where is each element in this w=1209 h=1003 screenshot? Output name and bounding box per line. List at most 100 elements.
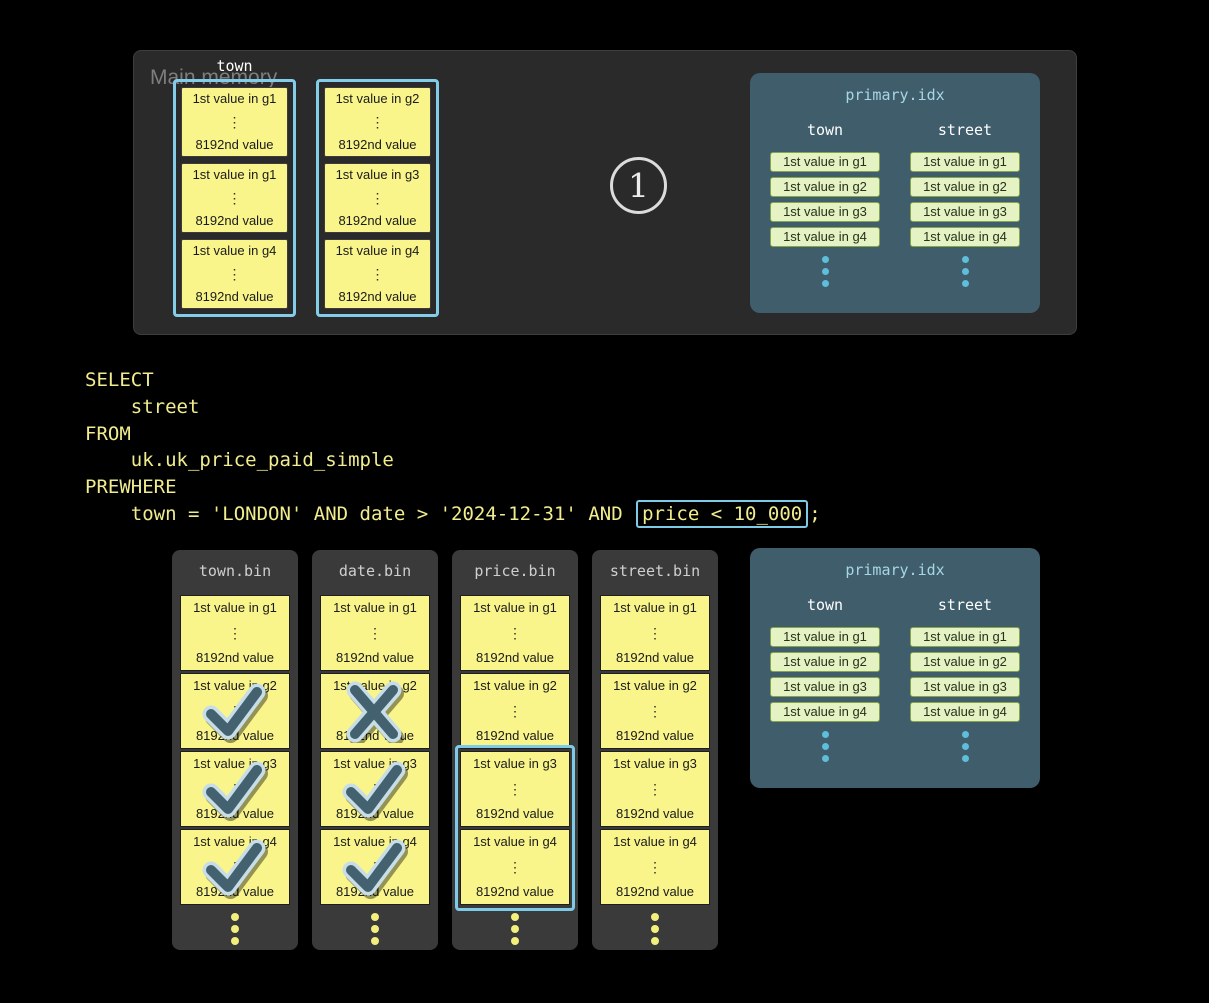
index-entry: 1st value in g1 [910, 627, 1020, 647]
granule-block: 1st value in g2⋮8192nd value [324, 87, 431, 157]
granule-last-value: 8192nd value [195, 213, 274, 229]
dot [651, 937, 659, 945]
vertical-ellipsis-icon: ⋮ [370, 266, 385, 282]
granule-first-value: 1st value in g1 [473, 600, 557, 615]
granule-last-value: 8192nd value [195, 289, 274, 305]
ellipsis-dots [592, 913, 718, 945]
vertical-ellipsis-icon: ⋮ [648, 781, 662, 797]
granule-block: 1st value in g1⋮8192nd value [320, 595, 430, 671]
granule-block: 1st value in g2⋮8192nd value [180, 673, 290, 749]
granule-last-value: 8192nd value [475, 650, 555, 666]
granule-last-value: 8192nd value [475, 806, 555, 822]
index-entry: 1st value in g3 [910, 202, 1020, 222]
dot [651, 925, 659, 933]
dot [961, 755, 969, 762]
index-entry: 1st value in g2 [770, 652, 880, 672]
vertical-ellipsis-icon: ⋮ [228, 625, 242, 641]
dot [231, 925, 239, 933]
primary-index-title: primary.idx [845, 86, 945, 104]
granule-first-value: 1st value in g1 [192, 91, 277, 106]
granule-block: 1st value in g4⋮8192nd value [324, 239, 431, 309]
sql-line: uk.uk_price_paid_simple [85, 449, 394, 472]
granule-last-value: 8192nd value [338, 213, 417, 229]
granule-block: 1st value in g2⋮8192nd value [460, 673, 570, 749]
dot [371, 937, 379, 945]
sql-line: FROM [85, 422, 131, 445]
dot [961, 268, 969, 275]
main-memory-label: Main memory [150, 66, 278, 89]
sql-text: ; [809, 502, 821, 525]
check-mark-icon [338, 759, 410, 821]
dot [821, 280, 829, 287]
granule-last-value: 8192nd value [335, 650, 415, 666]
granule-block: 1st value in g1 ⋮ 8192nd value [460, 595, 570, 671]
granule-first-value: 1st value in g4 [192, 243, 277, 258]
sql-line: PREWHERE [85, 476, 177, 499]
granule-block: 1st value in g3⋮8192nd value [324, 163, 431, 233]
index-entry: 1st value in g1 [770, 152, 880, 172]
granule-last-value: 8192nd value [195, 137, 274, 153]
granule-last-value: 8192nd value [615, 728, 695, 744]
dot [511, 925, 519, 933]
granule-first-value: 1st value in g4 [613, 834, 697, 849]
dot [961, 280, 969, 287]
vertical-ellipsis-icon: ⋮ [370, 114, 385, 130]
index-entry: 1st value in g4 [910, 702, 1020, 722]
dot [821, 268, 829, 275]
granule-last-value: 8192nd value [475, 884, 555, 900]
vertical-ellipsis-icon: ⋮ [508, 781, 522, 797]
dot [371, 913, 379, 921]
bin-file-title: price.bin [474, 562, 556, 580]
sql-line: SELECT [85, 369, 154, 391]
dot [511, 913, 519, 921]
index-entry: 1st value in g2 [910, 177, 1020, 197]
vertical-ellipsis-icon: ⋮ [508, 625, 522, 641]
step-number-badge: 1 [610, 157, 667, 214]
ellipsis-dots [452, 913, 578, 945]
granule-last-value: 8192nd value [335, 806, 415, 822]
granule-block: 1st value in g1 ⋮ 8192nd value [181, 87, 288, 157]
dot [231, 913, 239, 921]
check-mark-icon [198, 681, 270, 743]
dot [511, 937, 519, 945]
bin-file-title: date.bin [338, 562, 412, 580]
index-entry: 1st value in g1 [770, 627, 880, 647]
memory-column-label: town [216, 57, 253, 75]
granule-last-value: 8192nd value [195, 650, 275, 666]
vertical-ellipsis-icon: ⋮ [227, 114, 242, 130]
granule-block: 1st value in g2⋮8192nd value [600, 673, 710, 749]
ellipsis-dots [760, 731, 890, 762]
index-entry: 1st value in g2 [910, 652, 1020, 672]
dot [821, 755, 829, 762]
granule-first-value: 1st value in g3 [473, 756, 557, 771]
granule-first-value: 1st value in g3 [335, 167, 420, 182]
vertical-ellipsis-icon: ⋮ [648, 703, 662, 719]
selected-granules-outline [455, 745, 575, 911]
vertical-ellipsis-icon: ⋮ [227, 266, 242, 282]
index-entry: 1st value in g4 [770, 702, 880, 722]
index-column-header: street [937, 121, 993, 139]
vertical-ellipsis-icon: ⋮ [227, 190, 242, 206]
index-entry: 1st value in g2 [770, 177, 880, 197]
index-column-header: town [806, 121, 844, 139]
check-mark-icon [198, 759, 270, 821]
ellipsis-dots [900, 256, 1030, 287]
check-mark-icon [198, 837, 270, 899]
index-column-header: town [806, 596, 844, 614]
granule-block: 1st value in g4⋮8192nd value [600, 829, 710, 905]
vertical-ellipsis-icon: ⋮ [508, 859, 522, 875]
sql-line: town = 'LONDON' AND date > '2024-12-31' … [85, 499, 821, 528]
ellipsis-dots [900, 731, 1030, 762]
dot [821, 256, 829, 263]
granule-block: 1st value in g1⋮8192nd value [180, 595, 290, 671]
granule-last-value: 8192nd value [335, 884, 415, 900]
index-column-town: town 1st value in g1 1st value in g2 1st va… [760, 596, 890, 762]
